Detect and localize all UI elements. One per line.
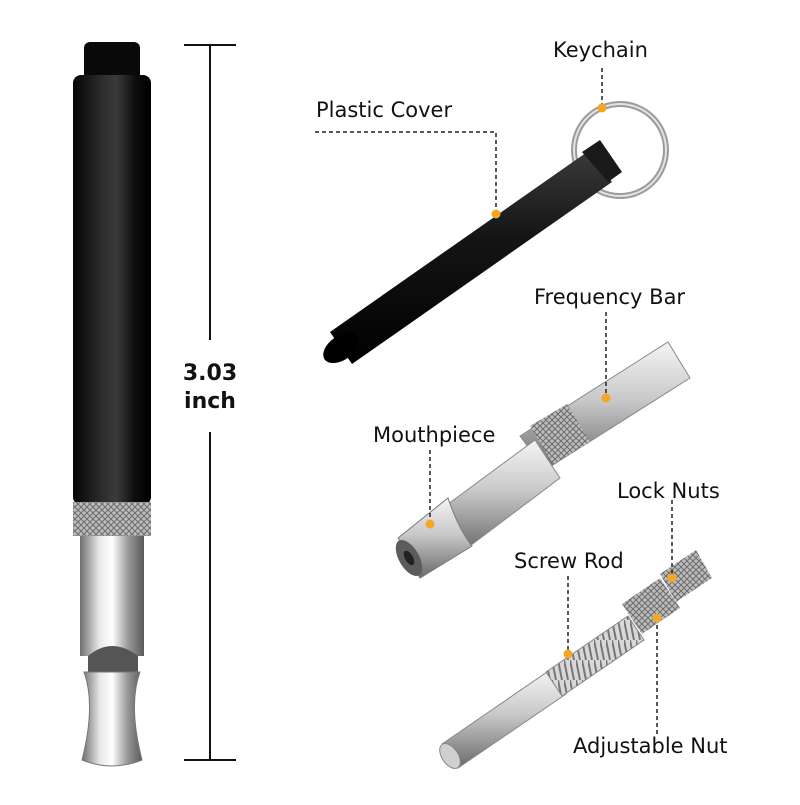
whistle-mouthpiece: [81, 671, 143, 767]
whistle-cap: [84, 42, 140, 82]
callout-dots: [425, 103, 677, 659]
label-frequency-bar: Frequency Bar: [534, 285, 686, 309]
label-plastic-cover: Plastic Cover: [316, 98, 453, 122]
whistle-metal-tube: [80, 536, 144, 656]
assembled-whistle: [73, 42, 151, 767]
screw-rod: [441, 669, 567, 769]
dimension-indicator: [184, 44, 236, 761]
whistle-grille: [88, 646, 138, 676]
label-keychain: Keychain: [553, 38, 648, 62]
dimension-unit: inch: [184, 389, 236, 414]
plastic-cover: [330, 150, 612, 364]
label-adjustable-nut: Adjustable Nut: [573, 734, 728, 758]
callout-dot: [667, 573, 677, 583]
whistle-knurled-ring: [73, 502, 151, 536]
lock-nut: [660, 550, 712, 602]
screw-spring: [545, 615, 645, 697]
callout-dot: [491, 209, 501, 219]
adjustable-nut: [622, 578, 680, 634]
plastic-cover-part: [323, 101, 669, 364]
whistle-black-body: [73, 75, 151, 505]
callout-dot: [597, 103, 607, 113]
label-screw-rod: Screw Rod: [514, 549, 624, 573]
callout-dot: [652, 613, 662, 623]
frequency-knurled-ring: [530, 404, 590, 464]
label-mouthpiece: Mouthpiece: [373, 423, 496, 447]
callout-dot: [425, 519, 435, 529]
callout-dot: [601, 393, 611, 403]
frequency-bar-part: [395, 341, 691, 579]
dimension-value: 3.03: [182, 361, 238, 386]
callout-dot: [563, 649, 573, 659]
label-lock-nuts: Lock Nuts: [617, 479, 720, 503]
dimension-label: 3.03 inch: [170, 360, 250, 416]
screw-rod-part: [439, 550, 712, 769]
callout-lines: [315, 68, 673, 736]
